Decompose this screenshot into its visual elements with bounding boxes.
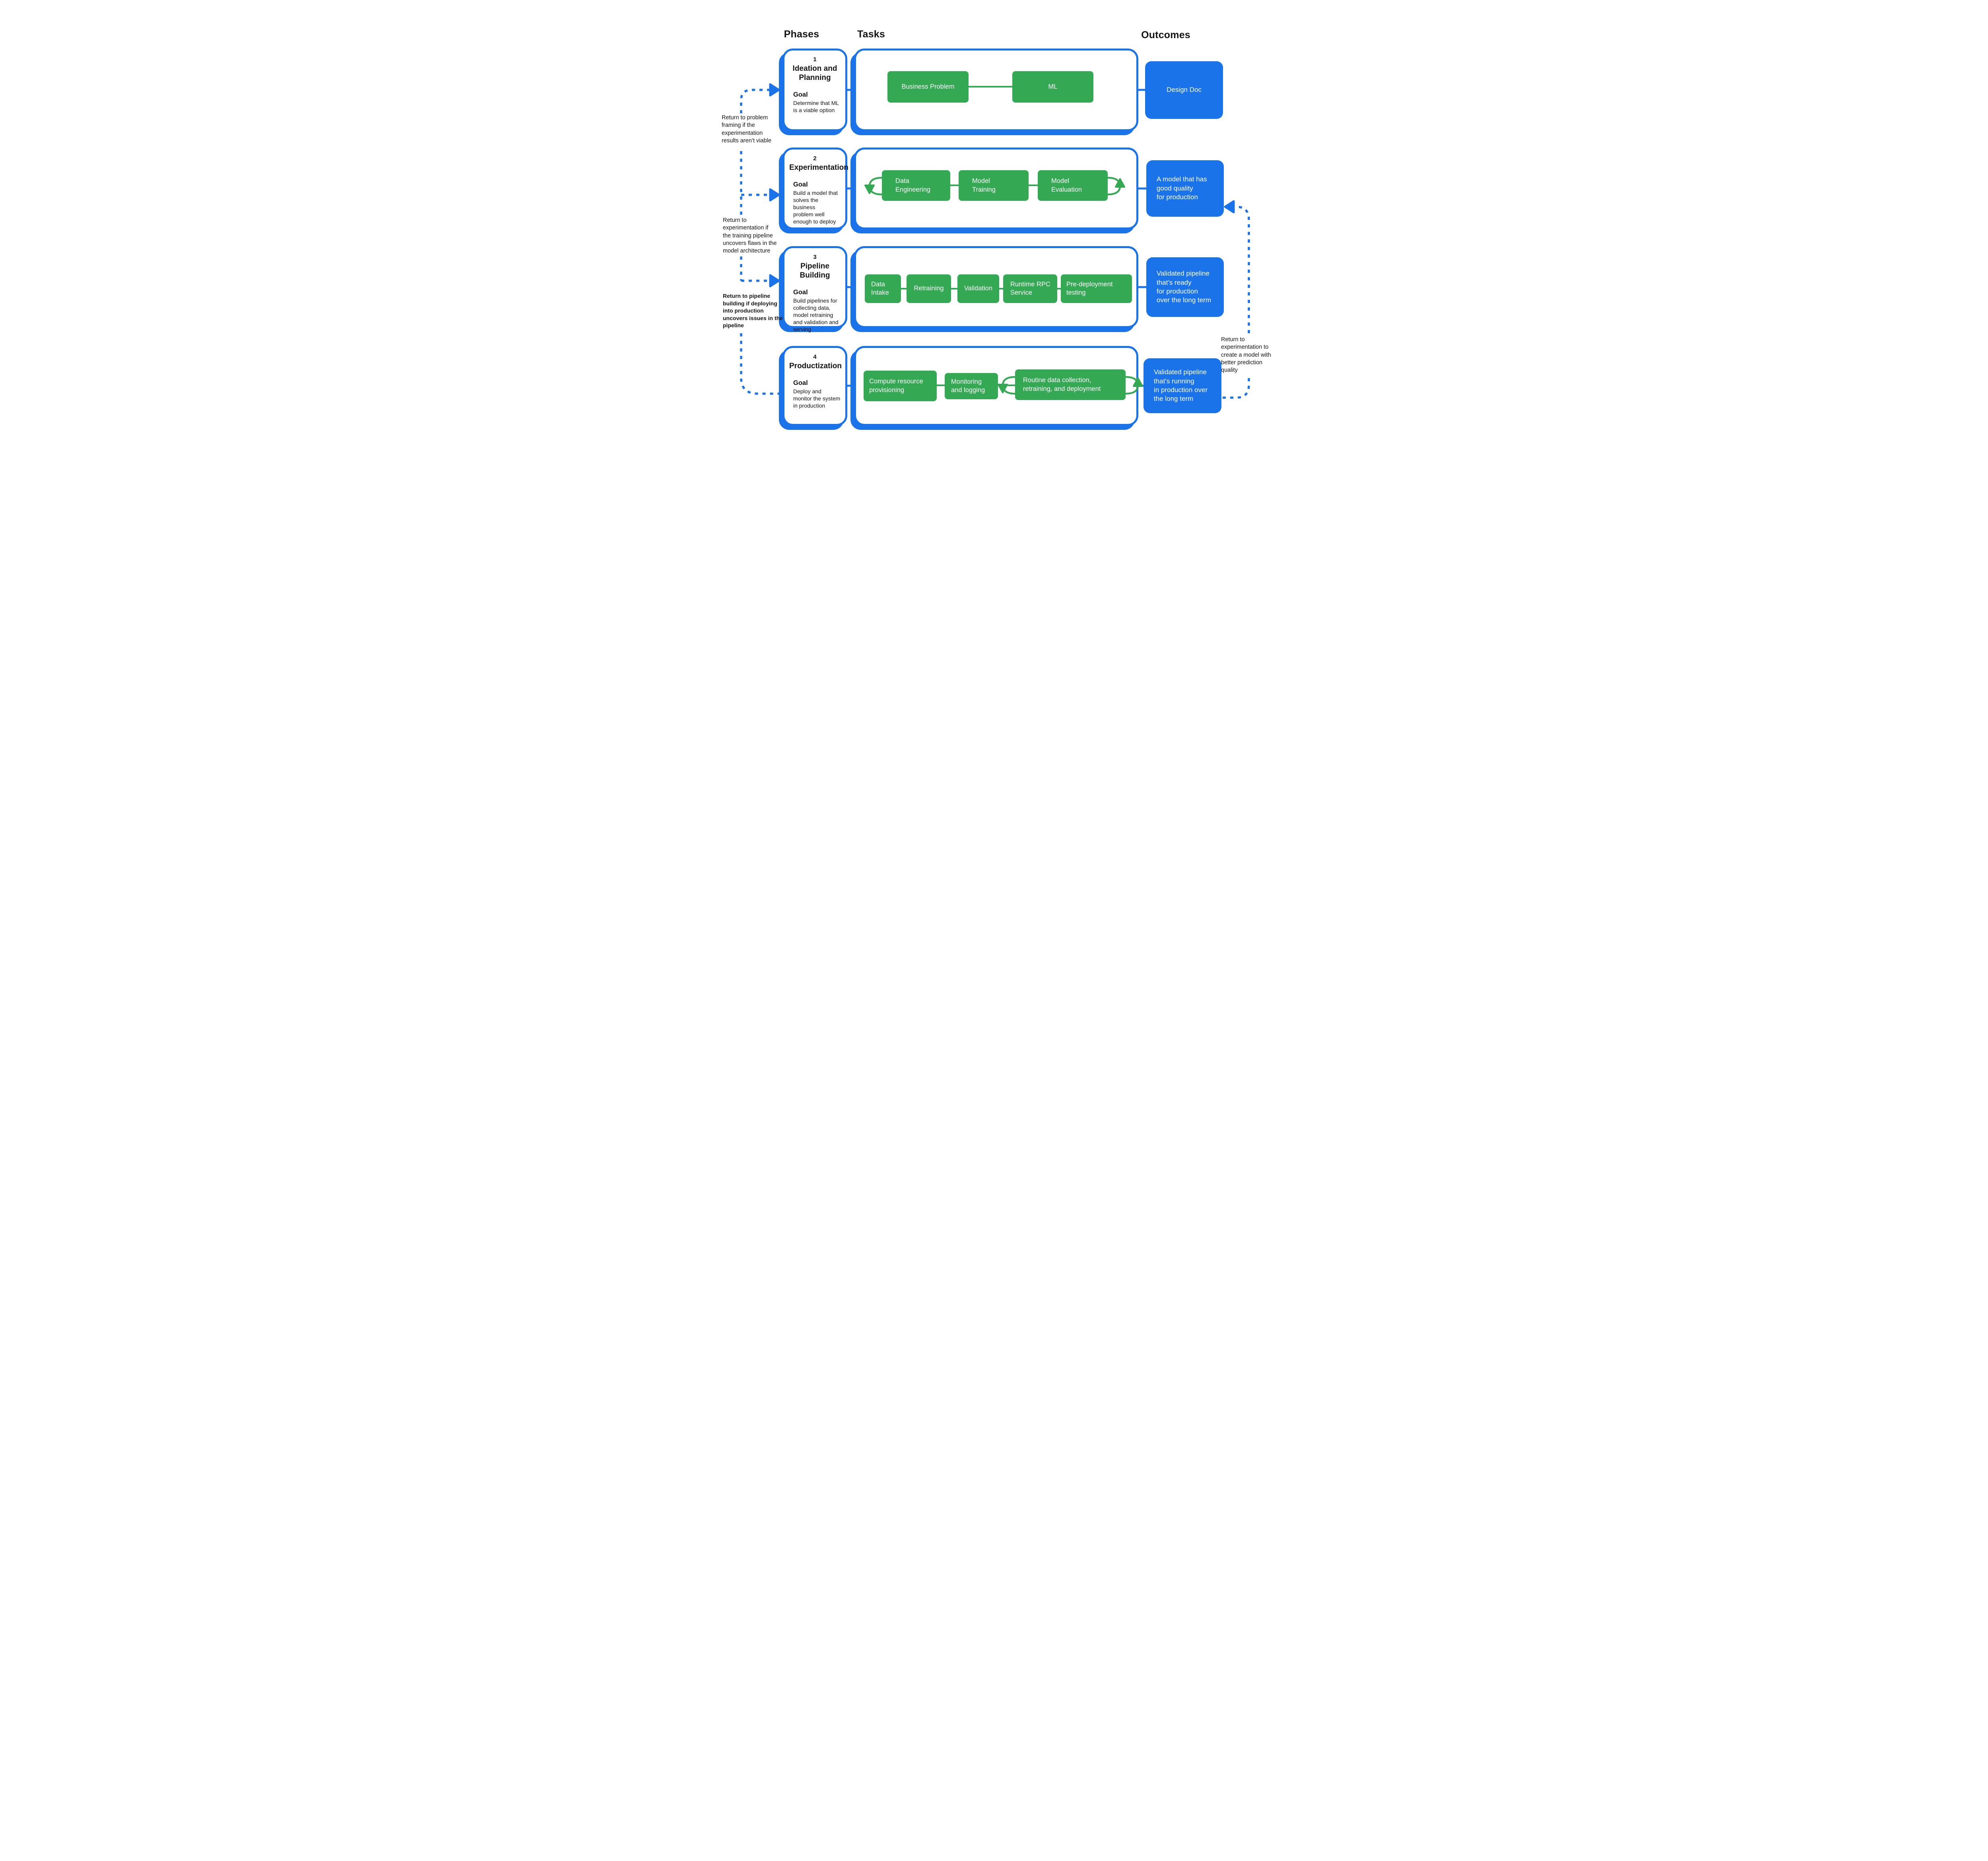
annotation-return-problem-framing: Return to problem framing if the experim…	[722, 115, 771, 144]
goal-label: Goal	[793, 91, 808, 99]
annotation-return-experimentation: Return to experimentation if the trainin…	[723, 217, 777, 254]
task-box-model-training: Model Training	[959, 170, 1029, 201]
task-box-monitoring-logging: Monitoring and logging	[945, 373, 998, 399]
outcome-card-validated-pipeline-running: Validated pipeline that’s running in pro…	[1143, 358, 1221, 413]
column-header-outcomes: Outcomes	[1141, 29, 1190, 41]
task-box-predeployment-testing: Pre-deployment testing	[1061, 274, 1132, 303]
column-header-phases: Phases	[784, 29, 819, 40]
phase-card-pipeline-building: 3 Pipeline Building Goal Build pipelines…	[782, 246, 847, 332]
phase-number: 3	[813, 254, 817, 260]
annotation-return-experimentation-quality: Return to experimentation to create a mo…	[1221, 336, 1271, 374]
ml-workflow-diagram: Phases Tasks Outcomes 1 Ideation and Pla…	[712, 0, 1276, 465]
task-box-ml: ML	[1012, 71, 1093, 103]
feedback-path-to-phase1	[740, 89, 770, 113]
task-box-data-engineering: Data Engineering	[882, 170, 950, 201]
feedback-path-from-phase4	[740, 333, 782, 395]
arrow-left-icon	[1224, 200, 1235, 214]
feedback-path-from-outcome4	[1223, 376, 1250, 399]
goal-label: Goal	[793, 181, 808, 188]
goal-text: Build a model that solves the business p…	[793, 190, 838, 225]
phase-title: Pipeline Building	[800, 262, 830, 280]
task-box-routine-data-collection: Routine data collection, retraining, and…	[1015, 369, 1126, 400]
task-box-retraining: Retraining	[907, 274, 951, 303]
column-header-tasks: Tasks	[857, 29, 885, 40]
goal-text: Deploy and monitor the system in product…	[793, 388, 841, 409]
task-box-validation: Validation	[957, 274, 999, 303]
phase-title: Productization	[789, 362, 842, 370]
task-box-model-evaluation: Model Evaluation	[1038, 170, 1108, 201]
arrow-right-icon	[769, 188, 780, 202]
phase-card-experimentation: 2 Experimentation Goal Build a model tha…	[782, 148, 848, 229]
phase-title: Ideation and Planning	[792, 64, 837, 82]
goal-label: Goal	[793, 379, 808, 387]
phase-number: 4	[813, 354, 817, 360]
task-box-data-intake: Data Intake	[865, 274, 901, 303]
goal-text: Build pipelines for collecting data, mod…	[793, 297, 839, 332]
phase-number: 1	[813, 56, 817, 63]
task-box-compute-resource-provisioning: Compute resource provisioning	[864, 371, 937, 401]
phase-card-ideation-planning: 1 Ideation and Planning Goal Determine t…	[782, 49, 847, 131]
phase-number: 2	[813, 155, 817, 162]
phase-card-productization: 4 Productization Goal Deploy and monitor…	[782, 346, 847, 426]
feedback-path-to-outcome2	[1234, 206, 1250, 333]
phase-title: Experimentation	[789, 163, 848, 172]
arrow-right-icon	[769, 83, 780, 97]
task-box-business-problem: Business Problem	[887, 71, 969, 103]
arrow-right-icon	[769, 274, 780, 288]
goal-text: Determine that ML is a viable option	[793, 100, 839, 114]
outcome-card-model-quality: A model that has good quality for produc…	[1146, 160, 1224, 217]
annotation-return-pipeline-building: Return to pipeline building if deploying…	[723, 293, 783, 329]
outcome-card-design-doc: Design Doc	[1145, 61, 1223, 119]
outcome-card-validated-pipeline-ready: Validated pipeline that’s ready for prod…	[1146, 257, 1224, 317]
task-box-runtime-rpc-service: Runtime RPC Service	[1003, 274, 1057, 303]
goal-label: Goal	[793, 289, 808, 296]
